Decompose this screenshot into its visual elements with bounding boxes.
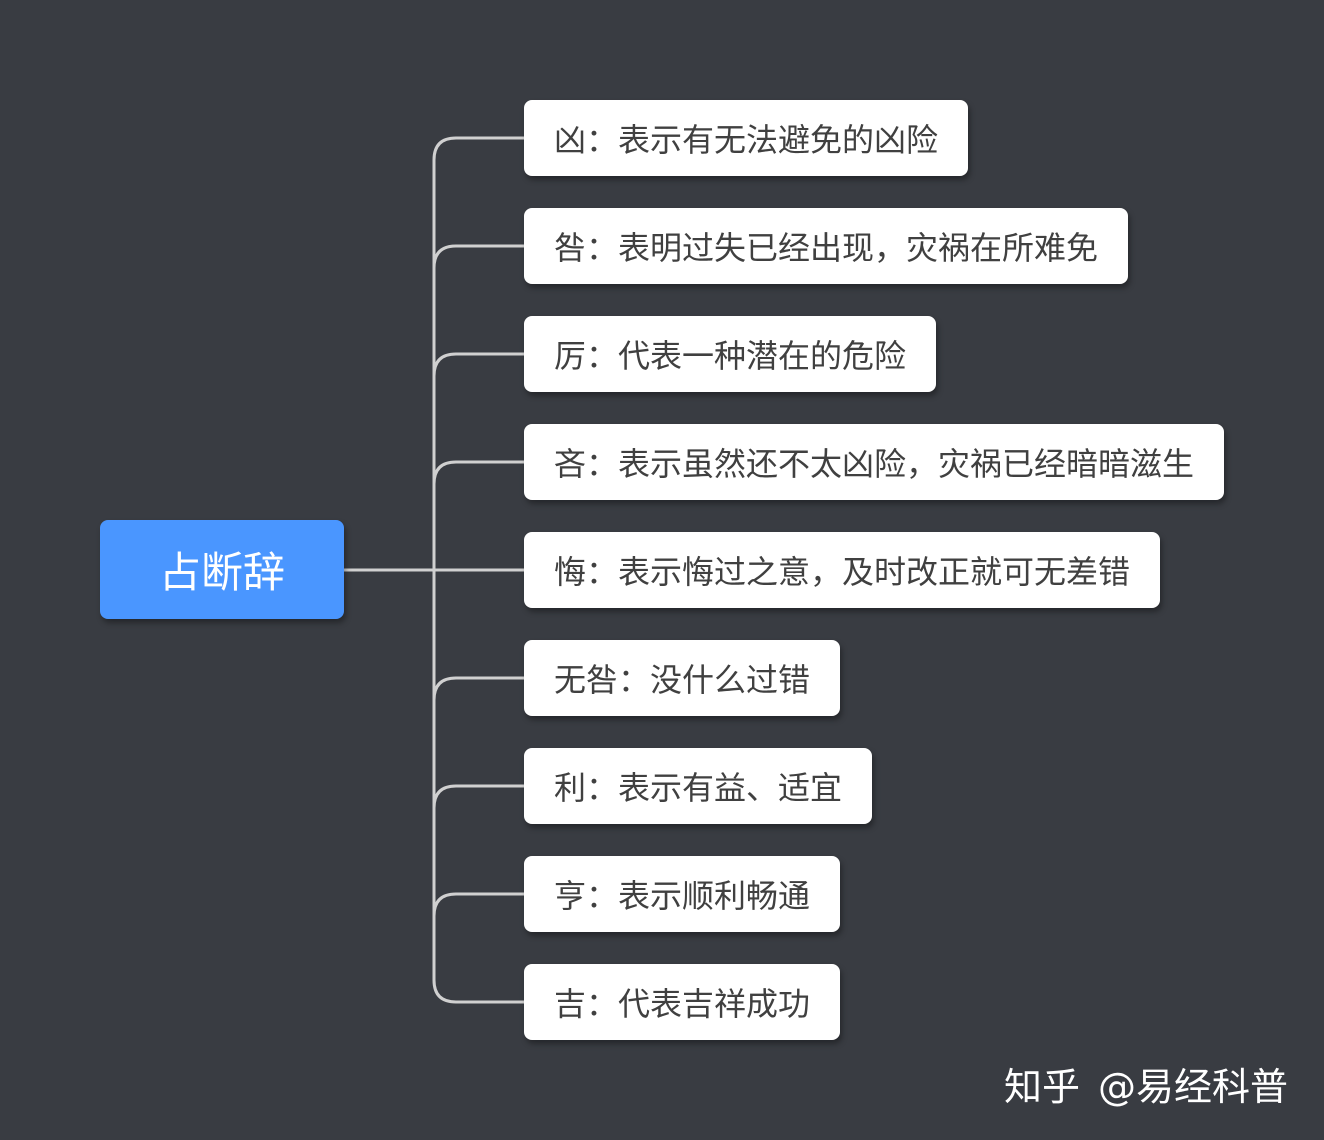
branch-label: 亨：表示顺利畅通 [554,877,811,915]
watermark-site: 知乎 [1003,1064,1080,1109]
branch-label: 吉：代表吉祥成功 [554,985,811,1023]
branch-connector [432,892,524,917]
branch-connector [432,352,524,377]
branch-label: 吝：表示虽然还不太凶险，灾祸已经暗暗滋生 [554,445,1195,483]
watermark: 知乎 @易经科普 [1003,1058,1288,1109]
branch-node[interactable]: 吝：表示虽然还不太凶险，灾祸已经暗暗滋生 [524,424,1225,500]
branch-label: 悔：表示悔过之意，及时改正就可无差错 [554,553,1131,591]
branch-label: 利：表示有益、适宜 [554,769,843,807]
branch-node[interactable]: 亨：表示顺利畅通 [524,856,841,932]
root-label: 占断辞 [158,548,285,597]
branch-node[interactable]: 吉：代表吉祥成功 [524,964,841,1040]
branch-label: 无咎：没什么过错 [554,661,811,699]
branch-label: 咎：表明过失已经出现，灾祸在所难免 [554,229,1099,267]
watermark-author: @易经科普 [1097,1064,1288,1109]
branch-connector [432,244,524,269]
branch-node[interactable]: 厉：代表一种潜在的危险 [524,316,937,392]
branch-node[interactable]: 利：表示有益、适宜 [524,748,873,824]
branch-connector [432,136,524,161]
branch-label: 厉：代表一种潜在的危险 [554,337,907,375]
branch-connector [432,676,524,701]
branch-connector [432,784,524,809]
branch-connector [432,460,524,485]
branch-connector [432,979,524,1004]
branch-node[interactable]: 无咎：没什么过错 [524,640,841,716]
root-node[interactable]: 占断辞 [100,520,344,619]
branch-node[interactable]: 咎：表明过失已经出现，灾祸在所难免 [524,208,1129,284]
branch-label: 凶：表示有无法避免的凶险 [554,121,939,159]
branch-node[interactable]: 悔：表示悔过之意，及时改正就可无差错 [524,532,1161,608]
branch-node[interactable]: 凶：表示有无法避免的凶险 [524,100,969,176]
